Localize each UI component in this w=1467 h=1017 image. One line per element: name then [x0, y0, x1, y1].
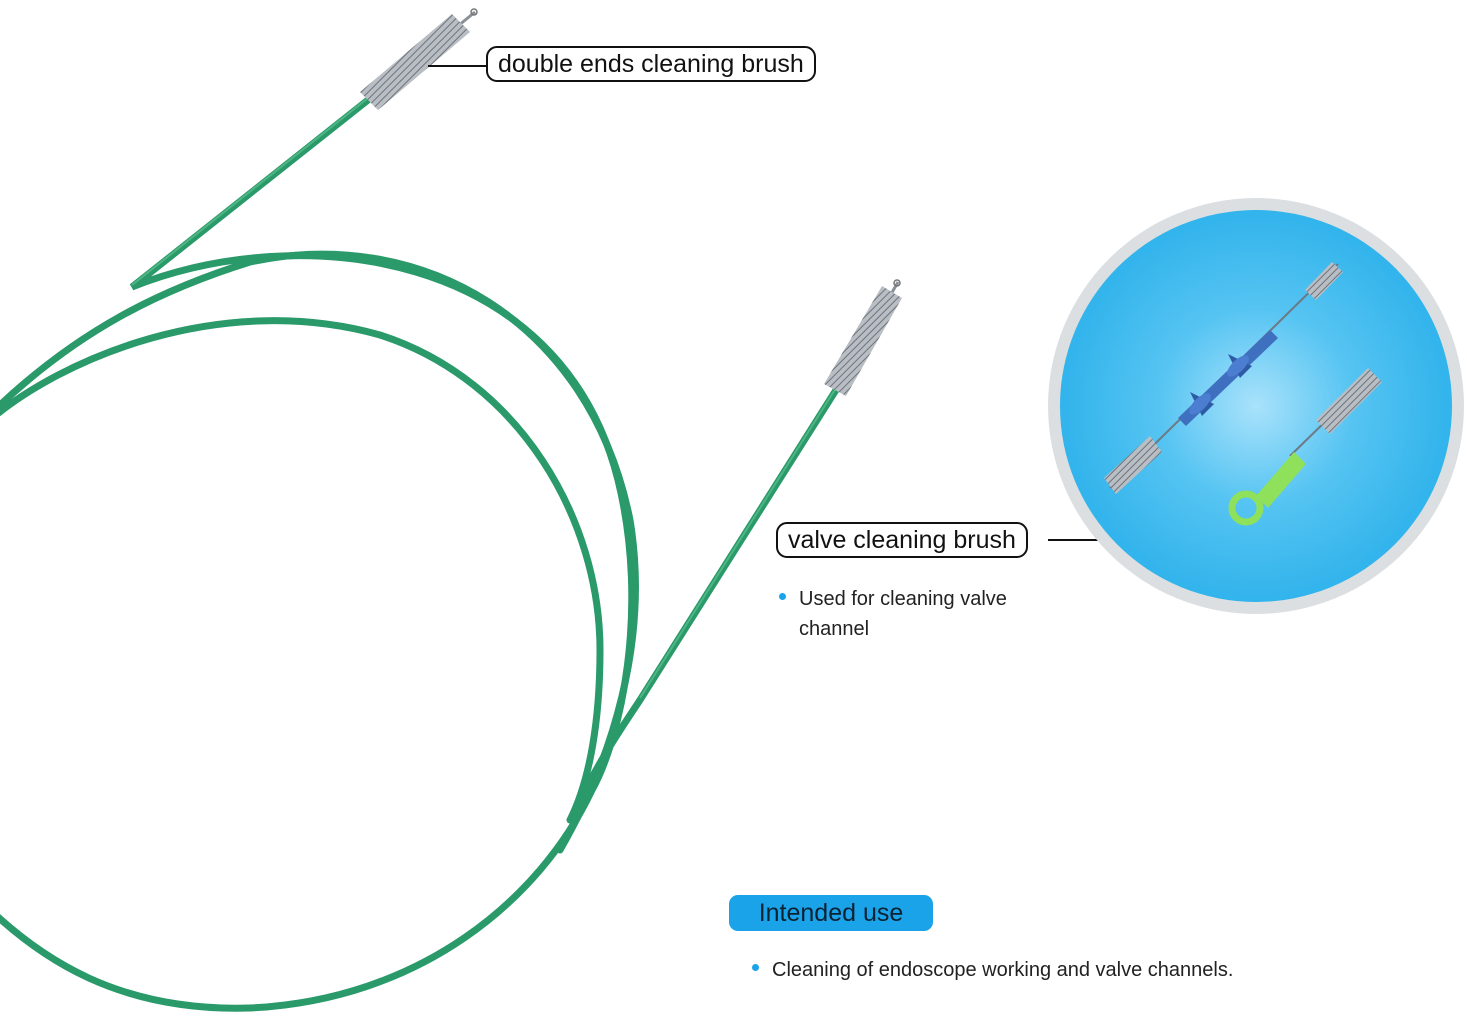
blue-valve-brush-icon	[1104, 262, 1343, 494]
brush-tip-top-icon	[360, 8, 478, 110]
intended-use-item: Cleaning of endoscope working and valve …	[750, 955, 1390, 985]
valve-brush-description: Used for cleaning valve channel	[777, 584, 1057, 644]
description-item: Used for cleaning valve channel	[777, 584, 1057, 644]
intended-use-heading: Intended use	[729, 895, 933, 931]
valve-brush-zoom-circle	[1048, 198, 1464, 614]
cleaning-brush-cable	[0, 96, 840, 1012]
double-ends-brush-label: double ends cleaning brush	[486, 46, 816, 82]
brush-tip-valve-icon	[824, 279, 902, 396]
intended-use-list: Cleaning of endoscope working and valve …	[750, 955, 1390, 985]
green-valve-brush-icon	[1228, 368, 1382, 526]
valve-brush-label: valve cleaning brush	[776, 522, 1028, 558]
